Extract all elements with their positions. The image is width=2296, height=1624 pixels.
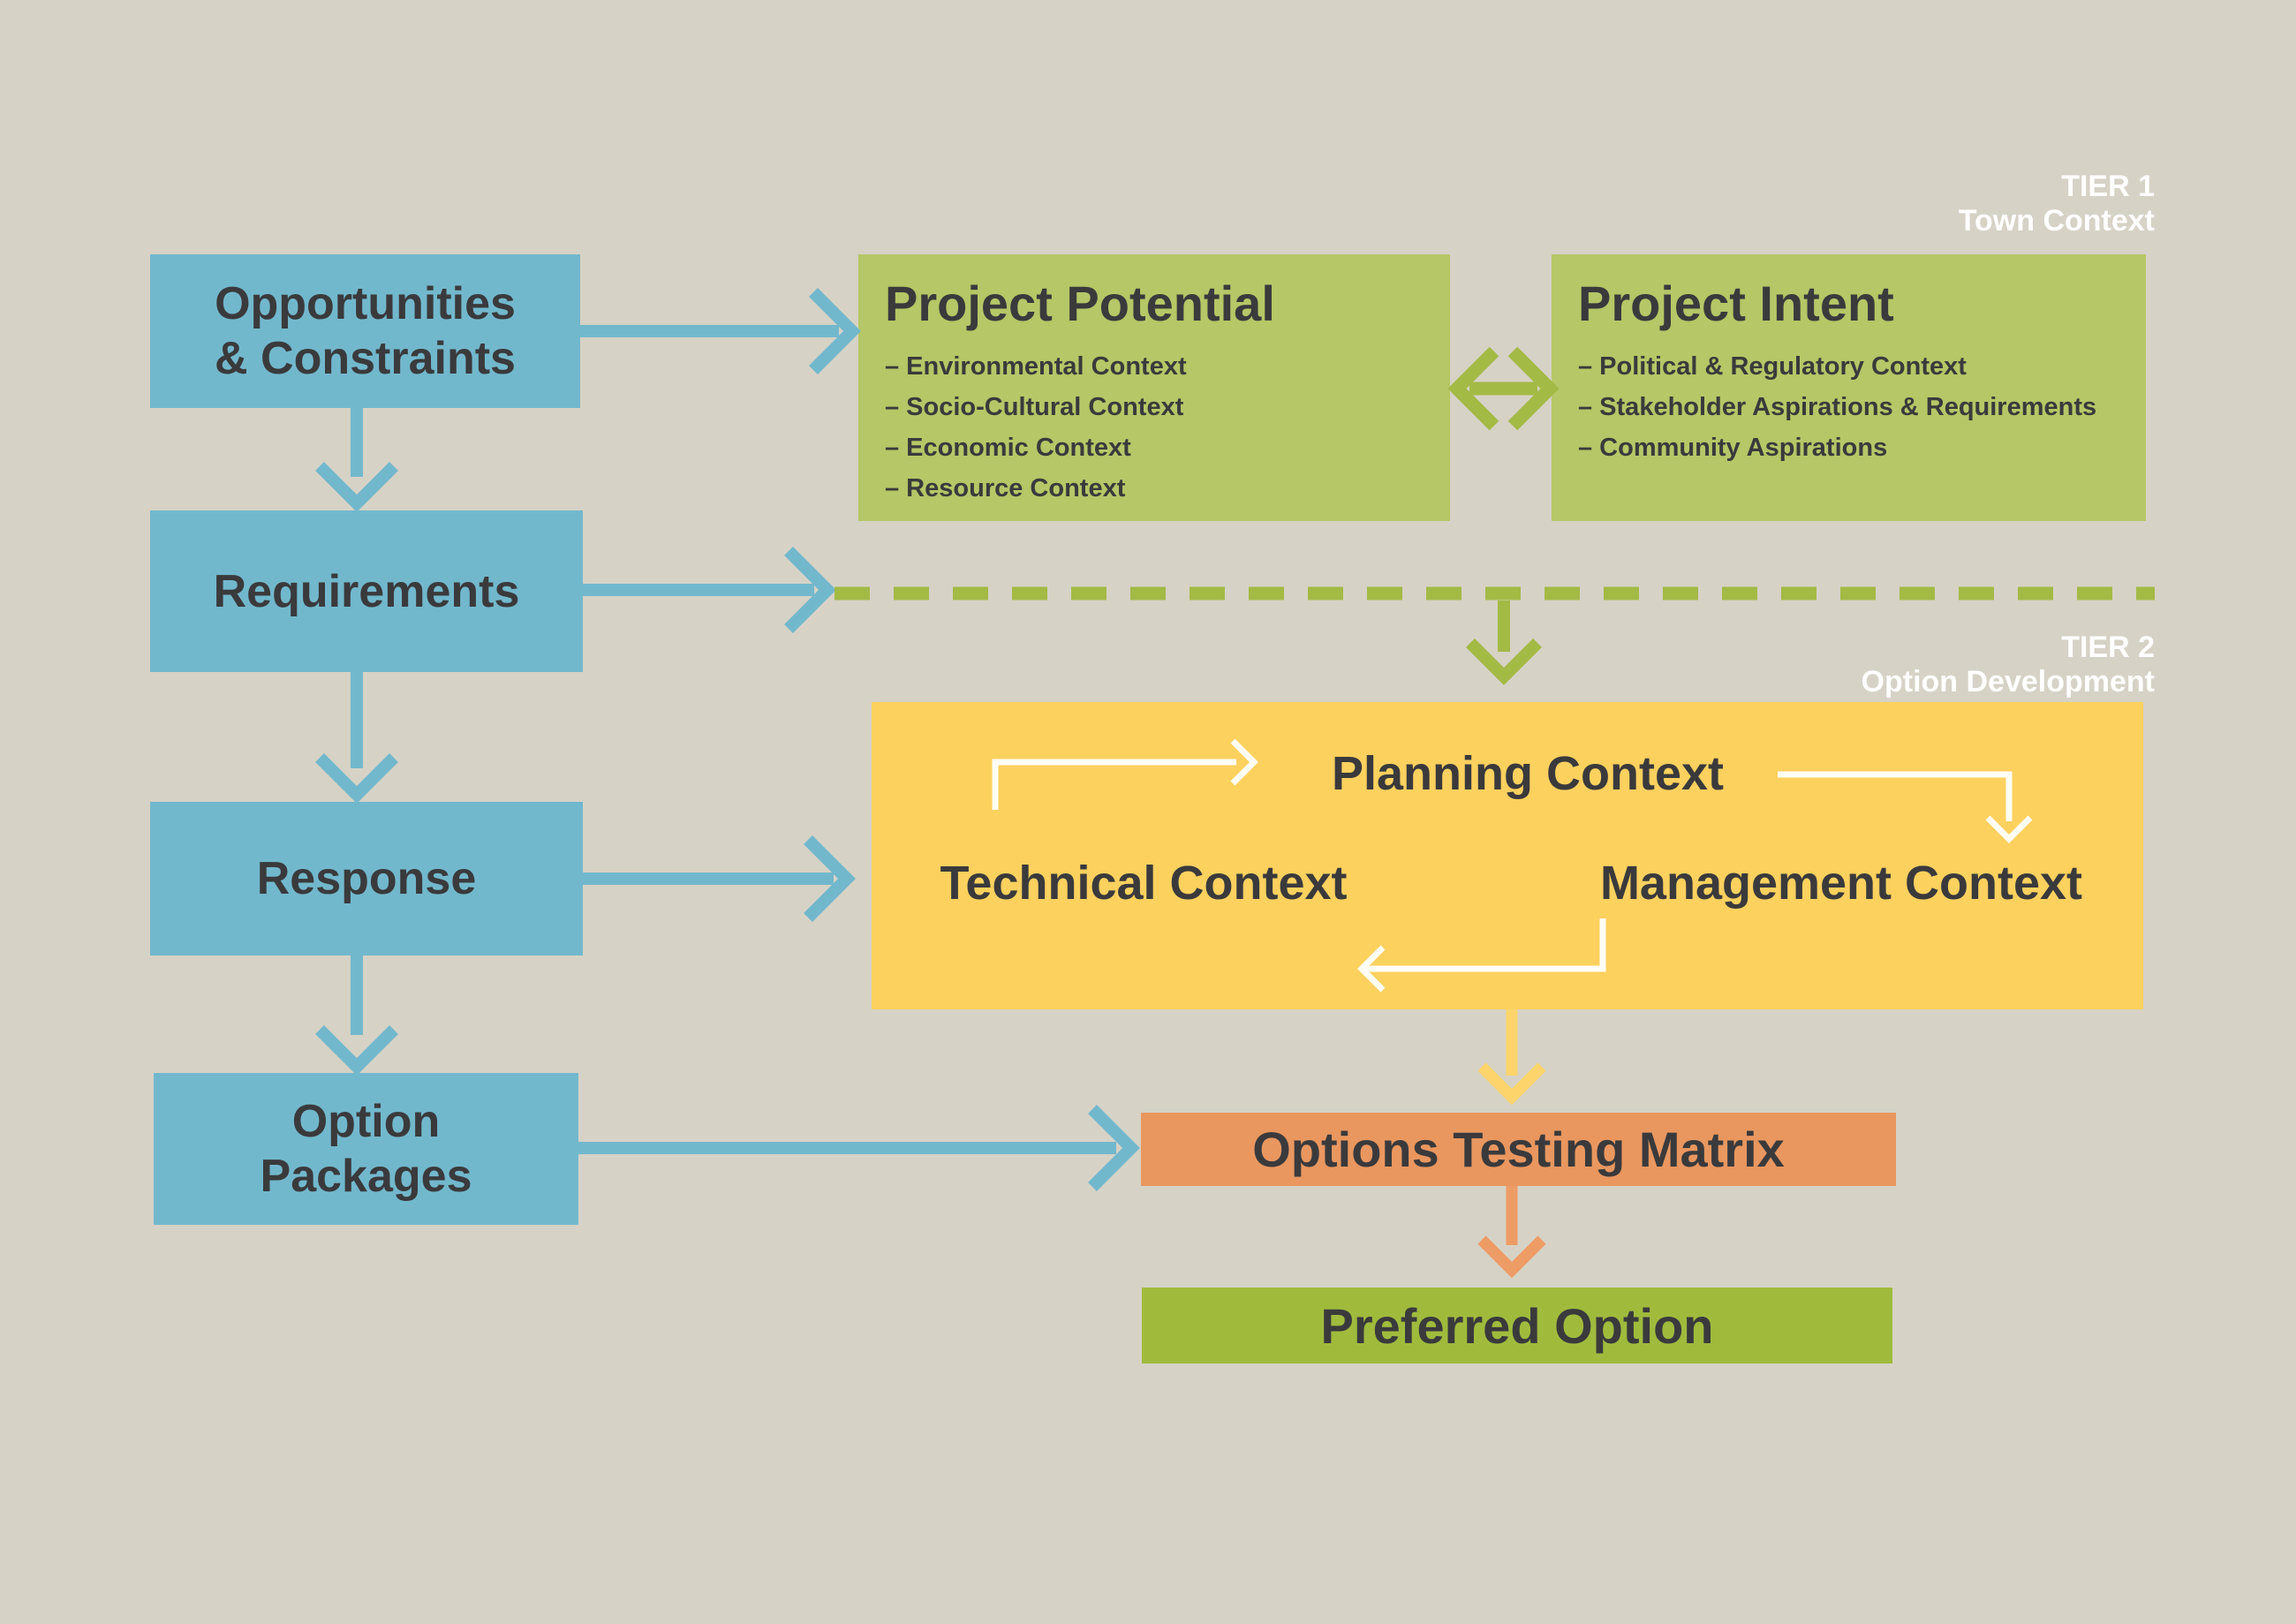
project-potential-bullets: – Environmental Context – Socio-Cultural… [885,346,1450,509]
box-option-packages: Option Packages [154,1073,578,1225]
opportunities-line1: Opportunities [215,278,516,329]
planning-context-label: Planning Context [1332,747,1724,800]
project-intent-bullets: – Political & Regulatory Context – Stake… [1578,346,2146,468]
arrow-cycle-to-matrix-icon [1477,1009,1546,1106]
box-requirements: Requirements [150,510,583,672]
arrow-response-to-cycle-icon [583,835,856,922]
box-preferred-option: Preferred Option [1142,1288,1892,1363]
tier2-line1: TIER 2 [2061,631,2155,664]
arrow-matrix-to-preferred-icon [1477,1186,1546,1279]
option-packages-line2: Packages [260,1151,472,1202]
bullet-political-regulatory-context: – Political & Regulatory Context [1578,352,1967,381]
box-project-potential: Project Potential – Environmental Contex… [858,254,1450,521]
arrow-opportunities-to-potential-icon [580,288,861,374]
project-potential-title: Project Potential [885,276,1275,331]
tier1-line1: TIER 1 [2061,170,2155,203]
bullet-environmental-context: – Environmental Context [885,352,1187,381]
project-intent-title: Project Intent [1578,276,1894,331]
response-label: Response [256,853,477,904]
arrow-packages-to-matrix-icon [578,1105,1140,1191]
arrow-response-down-icon [315,956,398,1076]
arrow-requirements-down-icon [315,672,398,804]
opportunities-line2: & Constraints [215,333,516,384]
preferred-option-label: Preferred Option [1320,1297,1714,1354]
arrow-tier1-to-tier2-icon [1466,601,1542,685]
box-opportunities-constraints: Opportunities & Constraints [150,254,580,408]
requirements-label: Requirements [213,565,520,617]
technical-context-label: Technical Context [940,857,1348,910]
double-arrow-potential-intent-icon [1447,346,1560,431]
options-testing-matrix-label: Options Testing Matrix [1252,1122,1785,1177]
option-packages-line1: Option [291,1096,441,1147]
management-context-label: Management Context [1599,857,2083,910]
arrow-requirements-to-dashed-icon [583,547,836,633]
bullet-economic-context: – Economic Context [885,434,1131,462]
bullet-resource-context: – Resource Context [885,474,1126,502]
bullet-stakeholder-aspirations: – Stakeholder Aspirations & Requirements [1578,393,2097,421]
tier2-label: TIER 2 Option Development [1678,631,2155,699]
box-project-intent: Project Intent – Political & Regulatory … [1552,254,2146,521]
arrow-opportunities-down-icon [315,408,398,512]
bullet-socio-cultural-context: – Socio-Cultural Context [885,393,1184,421]
box-planning-cycle: Planning Context Technical Context Manag… [872,702,2143,1009]
tier1-line2: Town Context [1958,204,2155,238]
box-options-testing-matrix: Options Testing Matrix [1141,1113,1896,1186]
bullet-community-aspirations: – Community Aspirations [1578,434,1888,462]
tier1-label: TIER 1 Town Context [1678,170,2155,238]
tier2-line2: Option Development [1861,665,2155,699]
box-response: Response [150,802,583,956]
